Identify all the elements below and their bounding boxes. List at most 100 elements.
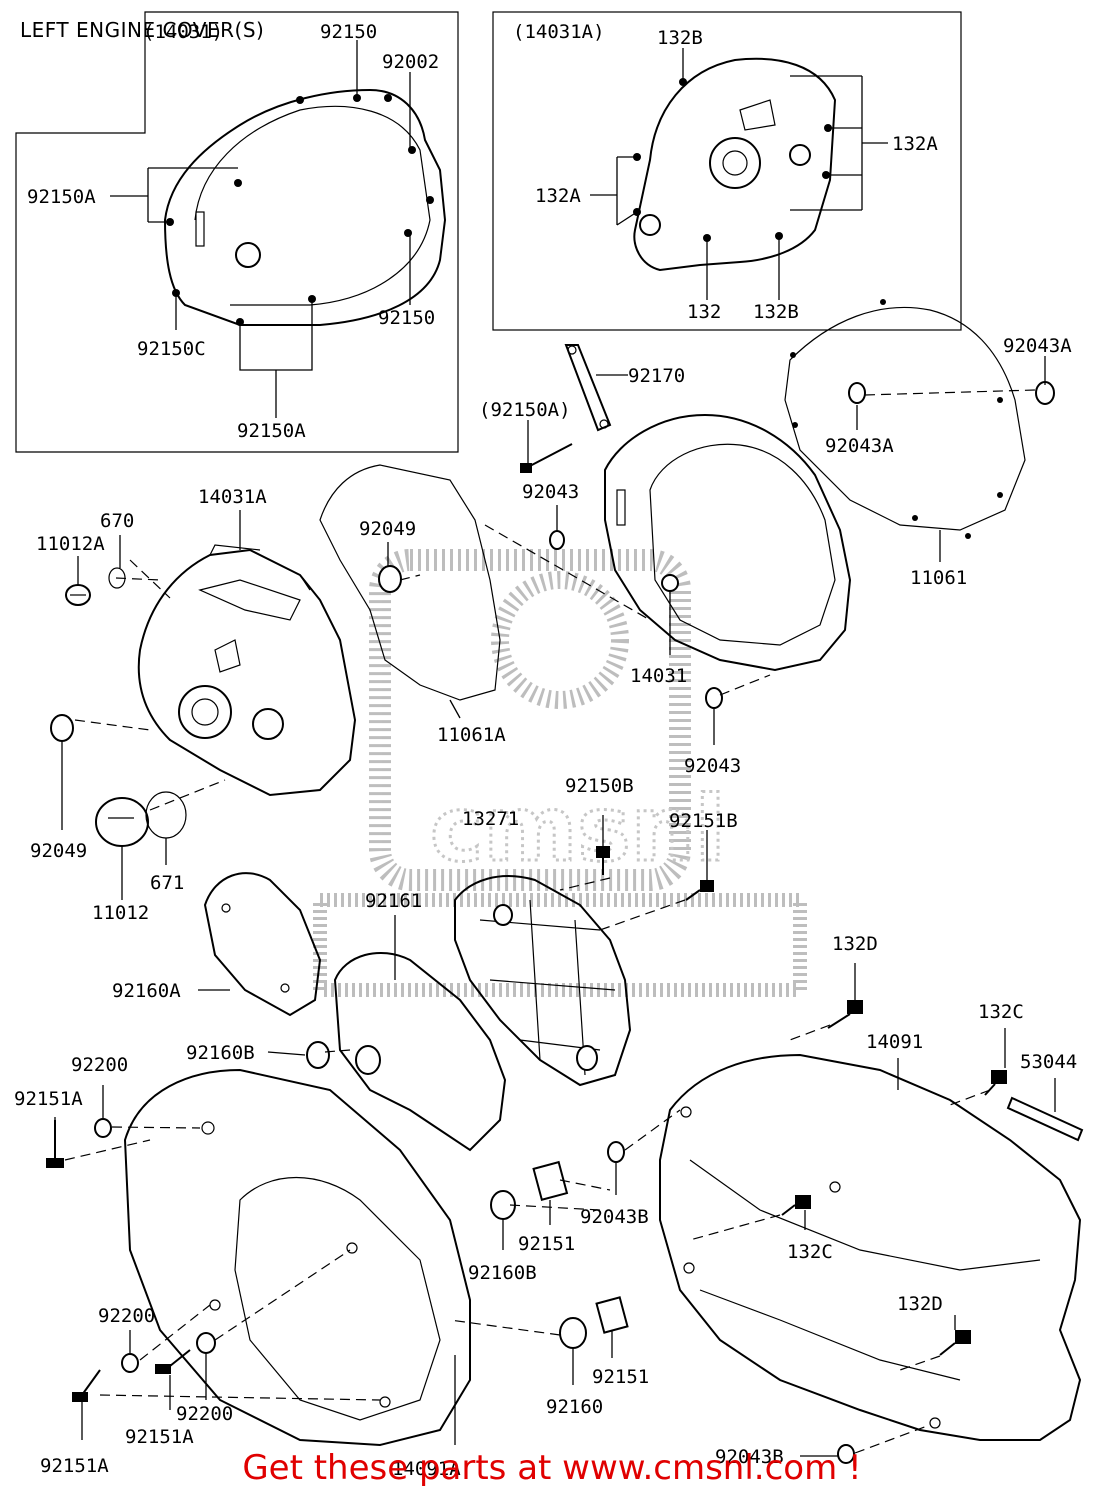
part-132C-bolt-top: [984, 1070, 1007, 1096]
part-92043A-dowel-right: [1035, 381, 1055, 405]
part-671-oring: [145, 791, 187, 839]
label-92160B-top: 92160B: [186, 1042, 255, 1064]
label-14031: 14031: [630, 665, 687, 687]
label-92160: 92160: [546, 1396, 603, 1418]
label-92151A-top: 92151A: [14, 1088, 83, 1110]
watermark-logo: cmsnl: [313, 549, 807, 997]
part-132D-bolt-top: [827, 1000, 863, 1029]
label-92043-mid: 92043: [684, 755, 741, 777]
label-11012: 11012: [92, 902, 149, 924]
label-14091: 14091: [866, 1031, 923, 1053]
part-11061-gasket: [784, 299, 1026, 539]
label-92160A: 92160A: [112, 980, 181, 1002]
footer-link-text[interactable]: Get these parts at www.cmsnl.com !: [242, 1448, 862, 1488]
part-14091A-cover: [123, 1068, 471, 1447]
label-132C-mid: 132C: [787, 1241, 833, 1263]
inset-box-14031: [15, 11, 459, 453]
label-92043A-mid: 92043A: [825, 435, 894, 457]
part-92150B-bolt: [596, 846, 610, 875]
part-14031A-inset: [633, 57, 837, 272]
label-132A-right: 132A: [892, 133, 938, 155]
label-53044: 53044: [1020, 1051, 1077, 1073]
part-92043-dowel-mid: [705, 687, 723, 709]
part-13271-plate: [454, 875, 632, 1087]
label-92161: 92161: [365, 890, 422, 912]
main-leaders: [54, 356, 1056, 1457]
part-92043B-dowel-bottom: [837, 1444, 855, 1464]
label-11061A: 11061A: [437, 724, 506, 746]
label-92151-top: 92151: [518, 1233, 575, 1255]
part-92160B-grommet-top: [306, 1041, 330, 1069]
label-14031-inset: (14031): [143, 21, 223, 43]
part-92049-bushing-left: [50, 714, 74, 742]
label-132B-top: 132B: [657, 27, 703, 49]
label-670: 670: [100, 510, 134, 532]
part-92151-standoff-top: [532, 1160, 569, 1202]
part-53044-pin: [1006, 1096, 1084, 1142]
part-11012-plug: [95, 797, 149, 847]
label-92150A-paren: (92150A): [479, 399, 571, 421]
label-92043A-top: 92043A: [1003, 335, 1072, 357]
label-14031A-inset: (14031A): [513, 21, 605, 43]
part-14031-inset: [163, 88, 447, 326]
label-92200-bottom: 92200: [176, 1403, 233, 1425]
part-11012A-plug: [65, 584, 91, 606]
label-92160B-bottom: 92160B: [468, 1262, 537, 1284]
part-92200-washer-top: [94, 1118, 112, 1138]
part-92151A-bolt-bottom: [72, 1369, 101, 1402]
label-14091A: 14091A: [392, 1458, 461, 1480]
part-92151-standoff-bottom: [595, 1296, 629, 1334]
label-92150-top: 92150: [320, 21, 377, 43]
label-132C-top: 132C: [978, 1001, 1024, 1023]
part-92151A-bolt-mid: [155, 1349, 191, 1374]
part-14091-cover: [659, 1053, 1082, 1441]
label-92200-top: 92200: [71, 1054, 128, 1076]
part-92170-bracket: [564, 344, 612, 432]
label-92151A-mid: 92151A: [125, 1426, 194, 1448]
label-92200-mid: 92200: [98, 1305, 155, 1327]
part-92161-pad: [333, 951, 507, 1152]
label-92049-bottom: 92049: [30, 840, 87, 862]
label-92150C: 92150C: [137, 338, 206, 360]
part-14031: [604, 413, 852, 672]
part-92150A-bolt: [520, 443, 573, 473]
label-92043B-bottom: 92043B: [715, 1446, 784, 1468]
label-132A-left: 132A: [535, 185, 581, 207]
part-92043-dowel-top: [549, 530, 565, 550]
label-13271: 13271: [462, 808, 519, 830]
label-92150-right: 92150: [378, 307, 435, 329]
part-92043A-dowel-mid: [848, 382, 866, 404]
label-132D-top: 132D: [832, 933, 878, 955]
label-132B-bottom: 132B: [753, 301, 799, 323]
label-92151-bottom: 92151: [592, 1366, 649, 1388]
diagram-title: LEFT ENGINE COVER(S): [20, 18, 265, 42]
label-92049-top: 92049: [359, 518, 416, 540]
label-132: 132: [687, 301, 721, 323]
part-92049-bushing-right: [378, 565, 402, 593]
part-92200-washer-mid: [121, 1353, 139, 1373]
label-14031A: 14031A: [198, 486, 267, 508]
part-132D-bolt-bottom: [939, 1330, 971, 1356]
part-92151B-bolt: [685, 880, 714, 901]
part-92160A-pad: [203, 872, 322, 1017]
part-92043B-dowel-top: [607, 1141, 625, 1163]
label-11061: 11061: [910, 567, 967, 589]
label-92150A-bottom: 92150A: [237, 420, 306, 442]
label-92002: 92002: [382, 51, 439, 73]
label-92150B: 92150B: [565, 775, 634, 797]
label-132D-bottom: 132D: [897, 1293, 943, 1315]
watermark-text: cmsnl: [430, 777, 726, 882]
label-92150A-left: 92150A: [27, 186, 96, 208]
label-92151B: 92151B: [669, 810, 738, 832]
label-92043B-mid: 92043B: [580, 1206, 649, 1228]
part-92160-grommet: [559, 1317, 587, 1349]
inset-left-leaders: [110, 40, 411, 418]
label-92043-top: 92043: [522, 481, 579, 503]
part-132C-bolt-mid: [781, 1195, 811, 1216]
label-92151A-bottom: 92151A: [40, 1455, 109, 1477]
part-92200-washer-bottom: [196, 1332, 216, 1354]
part-14031A: [137, 544, 357, 797]
label-671: 671: [150, 872, 184, 894]
part-11061A-gasket: [319, 464, 501, 701]
